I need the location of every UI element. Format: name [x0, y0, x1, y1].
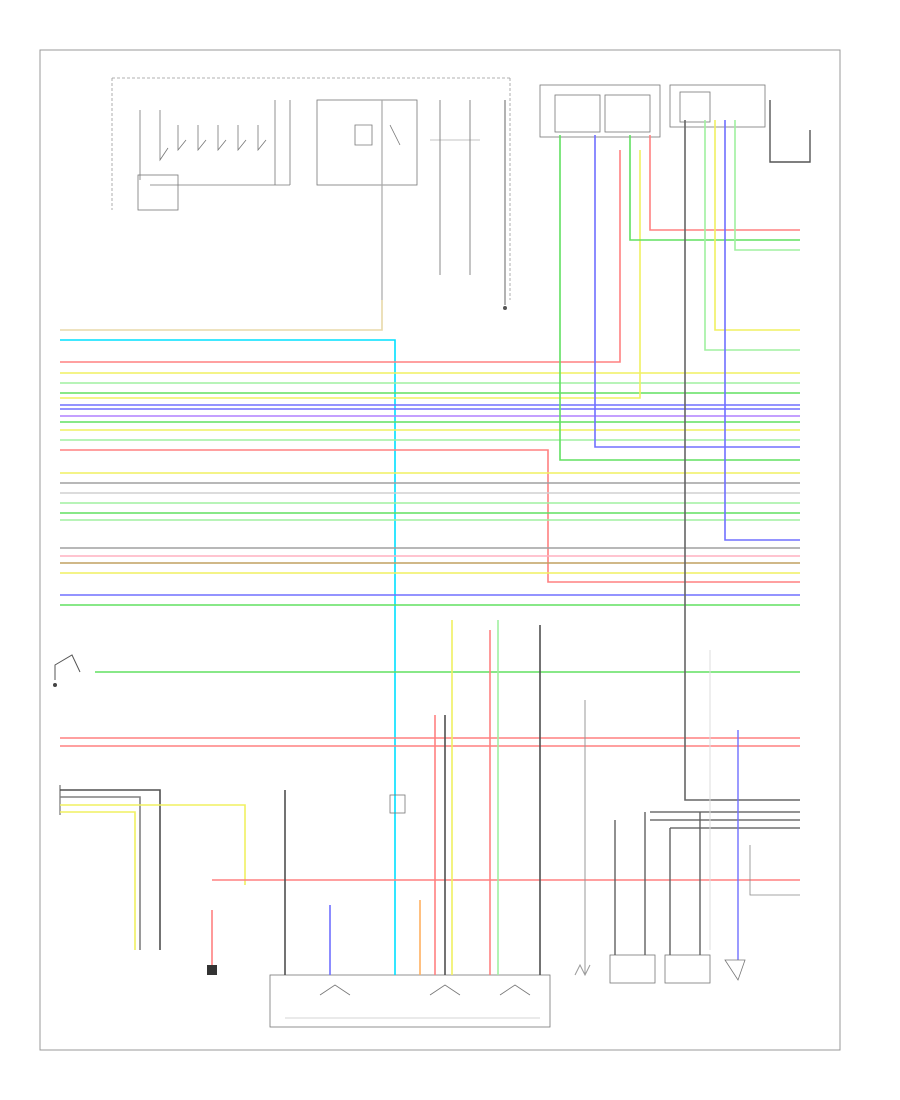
bottom-module-box: [269, 974, 551, 1028]
ground-point-top: [503, 306, 507, 310]
center-connector: [389, 794, 406, 814]
top-relay-sub-box: [137, 174, 179, 211]
horizontal-wires: [60, 150, 800, 960]
small-sensor-bottom-left: [207, 879, 800, 975]
bottom-module: [269, 620, 551, 1028]
dual-unit-left-a: [554, 94, 601, 133]
bottom-right-components: [574, 700, 800, 984]
control-module-box: [316, 99, 418, 186]
top-right-units: [539, 84, 811, 163]
diagram-frame: [39, 49, 841, 1051]
dual-unit-left-outline: [539, 84, 661, 138]
top-relay-area: [111, 77, 511, 310]
dual-unit-right-a: [679, 91, 711, 123]
vertical-feeds: [559, 120, 800, 801]
dual-unit-right-outline: [669, 84, 766, 128]
small-box-b: [664, 954, 711, 984]
small-box-a: [609, 954, 656, 984]
left-switch-group: [53, 654, 81, 687]
relay-contacts: [139, 100, 291, 186]
left-sensor-group: [59, 785, 246, 950]
left-switch-ground: [53, 683, 57, 687]
dual-unit-left-b: [604, 94, 651, 133]
